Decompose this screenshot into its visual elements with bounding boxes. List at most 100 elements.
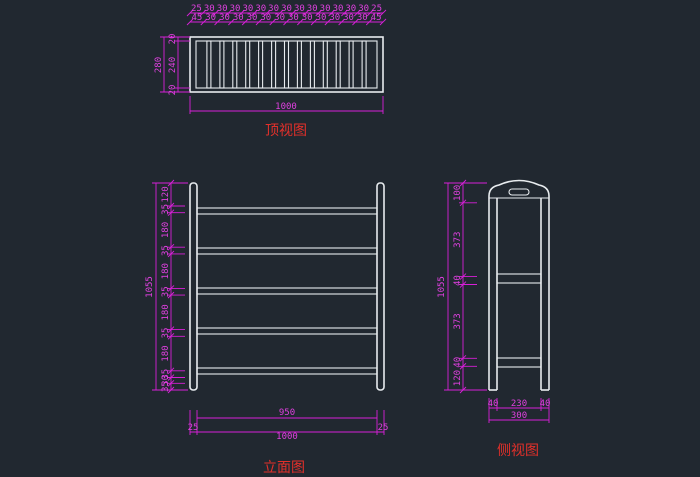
top-dim-tick-row-1 xyxy=(251,9,258,17)
top-slat xyxy=(206,40,212,89)
front-shelf-5 xyxy=(196,367,378,375)
top-dim-tick-row-1 xyxy=(276,9,284,17)
front-right-post xyxy=(376,182,385,391)
top-dim-tick-row-2 xyxy=(310,18,318,26)
top-dim-row-2-label: 30 xyxy=(260,13,271,23)
top-dim-tick-row-2 xyxy=(338,18,345,26)
top-dim-tick-row-1 xyxy=(341,9,348,17)
front-part-label: 180 xyxy=(161,345,171,361)
top-view-inner-frame xyxy=(195,40,378,89)
side-part-label: 373 xyxy=(453,313,463,329)
side-part-label: 40 xyxy=(453,275,463,286)
top-height-part-3: 20 xyxy=(168,85,178,96)
top-dim-row-2-label: 30 xyxy=(205,13,216,23)
top-dim-row-1-label: 30 xyxy=(294,4,305,14)
top-dim-tick-row-2 xyxy=(365,18,373,26)
top-slat xyxy=(309,40,315,89)
top-dim-tick-row-1 xyxy=(263,9,271,17)
side-handle-slot xyxy=(508,188,530,196)
top-dim-row-2-label: 30 xyxy=(247,13,258,23)
top-dim-tick-row-2 xyxy=(296,18,304,26)
top-dim-row-2-label: 30 xyxy=(329,13,340,23)
top-slat xyxy=(348,40,354,89)
front-part-label: 35 xyxy=(161,286,171,297)
front-side-dim-right: 25 xyxy=(378,423,389,433)
top-view-title: 顶视图 xyxy=(265,123,307,139)
side-bottom-rail xyxy=(496,357,542,368)
side-part-tick xyxy=(459,179,467,187)
top-height-part-2: 240 xyxy=(168,57,178,73)
top-dim-tick-row-1 xyxy=(238,9,245,17)
top-dim-row-1-label: 30 xyxy=(320,4,331,14)
side-middle-rail xyxy=(496,273,542,284)
top-height-part-1: 20 xyxy=(168,34,178,45)
top-dim-tick-row-1 xyxy=(186,9,194,17)
top-dim-row-1-label: 25 xyxy=(191,4,202,14)
top-slat xyxy=(322,40,328,89)
top-dim-tick-row-1 xyxy=(353,9,361,17)
top-dim-row-1-label: 30 xyxy=(307,4,318,14)
top-slat xyxy=(258,40,264,89)
front-part-label: 35 xyxy=(161,369,171,380)
top-dim-tick-row-1 xyxy=(366,9,374,17)
top-dim-row-1-label: 30 xyxy=(281,4,292,14)
front-part-label: 35 xyxy=(161,328,171,339)
front-view-title: 立面图 xyxy=(263,460,305,476)
front-part-label: 35 xyxy=(161,381,171,392)
top-dim-row-2-label: 30 xyxy=(274,13,285,23)
top-dim-row-2-label: 30 xyxy=(302,13,313,23)
top-view-slats xyxy=(206,40,367,89)
top-dim-ticks xyxy=(186,9,387,26)
top-dim-tick-row-1 xyxy=(199,9,207,17)
top-dim-tick-row-2 xyxy=(186,18,194,26)
front-overall-dim: 1000 xyxy=(276,432,298,442)
top-view-outer-frame xyxy=(189,36,384,93)
front-part-label: 180 xyxy=(161,263,171,279)
top-dim-row-2-label: 30 xyxy=(219,13,230,23)
top-dim-row-1-label: 30 xyxy=(333,4,344,14)
side-width-part-1: 40 xyxy=(488,399,499,409)
top-dim-row-2-label: 30 xyxy=(357,13,368,23)
top-dim-row-2-label: 30 xyxy=(233,13,244,23)
top-dim-tick-row-2 xyxy=(283,18,290,26)
top-dim-row-2-label: 45 xyxy=(371,13,382,23)
top-dim-tick-row-2 xyxy=(352,18,359,26)
top-slat xyxy=(271,40,277,89)
top-dim-tick-row-2 xyxy=(214,18,221,26)
front-part-label: 35 xyxy=(161,245,171,256)
side-view-title: 侧视图 xyxy=(497,443,539,459)
top-slat xyxy=(361,40,367,89)
front-shelf-1 xyxy=(196,207,378,215)
side-part-label: 100 xyxy=(453,185,463,201)
top-dim-row-1-label: 25 xyxy=(371,4,382,14)
top-dim-row-2-label: 30 xyxy=(288,13,299,23)
front-part-label: 180 xyxy=(161,304,171,320)
top-dim-tick-row-1 xyxy=(289,9,297,17)
top-slat xyxy=(296,40,302,89)
side-overall-dim: 300 xyxy=(511,411,527,421)
side-outline xyxy=(488,179,550,390)
top-overall-dim: 1000 xyxy=(275,102,297,112)
side-part-label: 373 xyxy=(453,232,463,248)
top-dim-tick-row-1 xyxy=(302,9,310,17)
side-width-part-3: 40 xyxy=(540,399,551,409)
top-dim-row-1-label: 30 xyxy=(268,4,279,14)
top-dim-tick-row-1 xyxy=(379,9,387,17)
top-slat xyxy=(245,40,251,89)
top-dim-tick-row-2 xyxy=(241,18,249,26)
front-left-post xyxy=(189,182,198,391)
top-dim-tick-row-2 xyxy=(379,18,387,26)
side-part-label: 40 xyxy=(453,357,463,368)
front-shelf-4 xyxy=(196,327,378,335)
top-dim-tick-row-2 xyxy=(324,18,332,26)
top-dim-row-1-label: 30 xyxy=(345,4,356,14)
top-dim-row-2-label: 45 xyxy=(191,13,202,23)
top-dim-row-1-label: 30 xyxy=(255,4,266,14)
